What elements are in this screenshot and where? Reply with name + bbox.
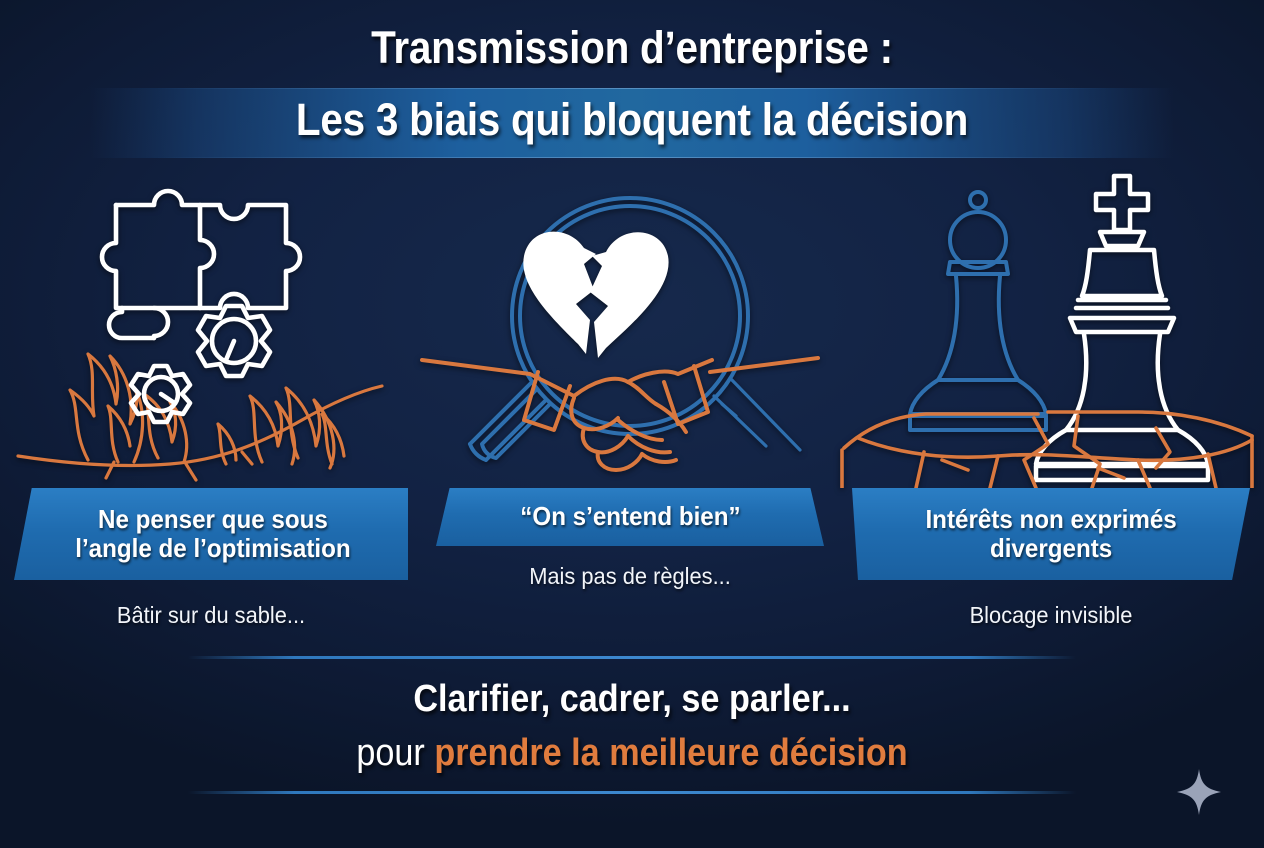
bias-banner-entente[interactable]: “On s’entend bien” <box>436 488 824 546</box>
bias-caption-optimisation: Bâtir sur du sable... <box>116 602 306 628</box>
illustration-magnifier-broken-heart-handshake <box>378 168 848 488</box>
footer-line-2-accent: prendre la meilleure décision <box>434 732 908 774</box>
bias-banner-label-2: “On s’entend bien” <box>519 501 741 532</box>
magnifier-light-rays-icon <box>712 376 802 452</box>
sparkle-four-point-icon <box>1176 768 1222 816</box>
footer-line-2: pour prendre la meilleure décision <box>63 732 1201 775</box>
illustration-puzzle-gears-on-fire <box>10 168 420 488</box>
page-title-line-1: Transmission d’entreprise : <box>371 22 893 73</box>
title-block: Transmission d’entreprise : Les 3 biais … <box>0 0 1264 170</box>
page-title-line-2: Les 3 biais qui bloquent la décision <box>295 94 969 145</box>
bias-banner-label-3: Intérêts non exprimés divergents <box>925 503 1177 563</box>
footer-line-2-plain: pour <box>356 732 435 774</box>
illustration-chess-cracked-ground <box>838 168 1258 488</box>
ground-crack-icon <box>16 384 384 482</box>
chess-king-icon <box>1033 173 1211 483</box>
bias-banner-optimisation[interactable]: Ne penser que sous l’angle de l’optimisa… <box>14 488 408 580</box>
footer-line-1: Clarifier, cadrer, se parler... <box>413 678 851 720</box>
title-highlight-band <box>90 88 1174 158</box>
divider-top <box>188 656 1076 659</box>
puzzle-pieces-icon <box>99 188 303 341</box>
bias-banner-label-1: Ne penser que sous l’angle de l’optimisa… <box>75 503 351 563</box>
magnifying-glass-icon <box>468 196 750 462</box>
bias-caption-entente: Mais pas de règles... <box>529 563 731 589</box>
broken-heart-icon <box>523 231 669 358</box>
chess-pawn-icon <box>908 190 1048 432</box>
bias-banner-interets[interactable]: Intérêts non exprimés divergents <box>852 488 1250 580</box>
flames-icon <box>68 352 346 470</box>
cracked-ground-icon <box>840 410 1254 488</box>
handshake-icon <box>420 356 820 472</box>
footer-block: Clarifier, cadrer, se parler... pour pre… <box>0 648 1264 808</box>
bias-caption-interets: Blocage invisible <box>969 602 1133 628</box>
divider-bottom <box>188 791 1076 794</box>
gears-icon <box>128 303 273 425</box>
